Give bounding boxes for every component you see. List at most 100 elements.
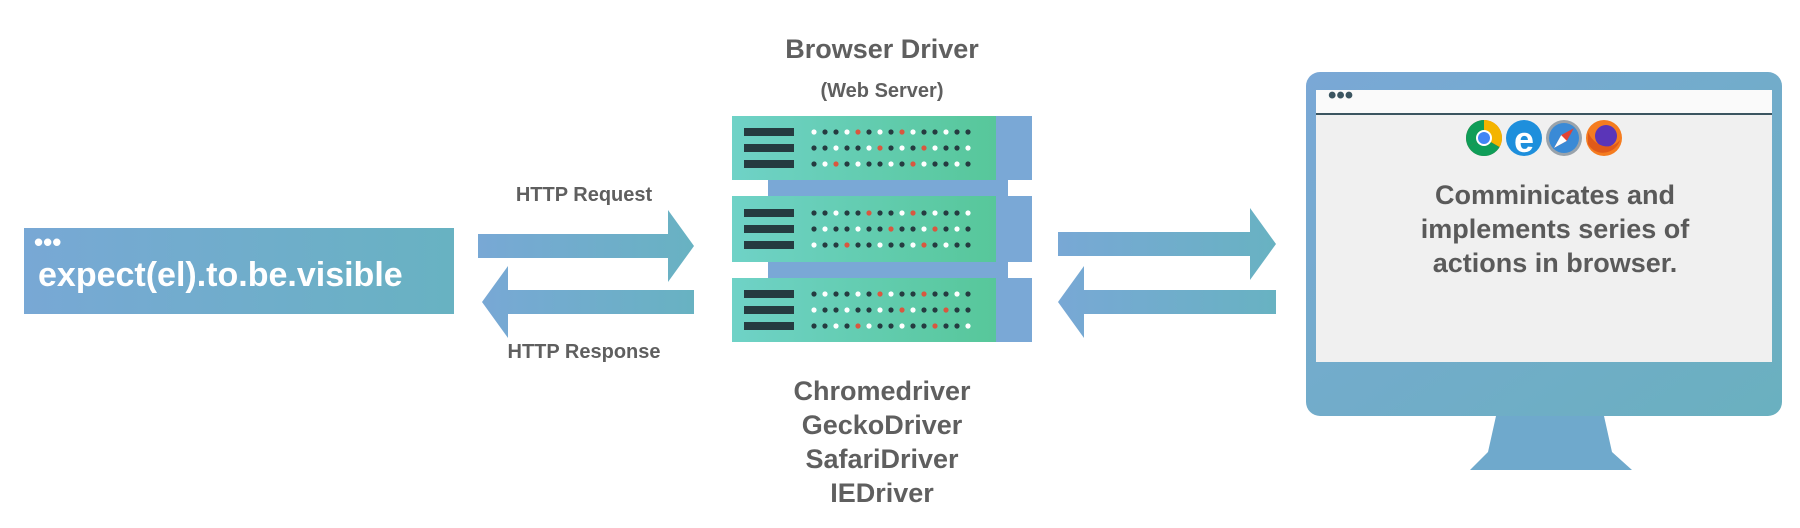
server-led xyxy=(833,210,839,216)
server-led xyxy=(943,242,949,248)
driver-item: Chromedriver xyxy=(793,376,971,406)
server-led xyxy=(877,161,883,167)
server-led xyxy=(932,145,938,151)
server-led xyxy=(943,210,949,216)
server-led xyxy=(844,226,850,232)
server-led xyxy=(943,129,949,135)
server-led xyxy=(888,226,894,232)
server-led xyxy=(910,242,916,248)
server-led xyxy=(811,226,817,232)
server-led xyxy=(811,161,817,167)
server-led xyxy=(954,291,960,297)
server-led xyxy=(932,323,938,329)
server-led xyxy=(888,323,894,329)
code-text: expect(el).to.be.visible xyxy=(38,256,403,294)
server-led xyxy=(855,210,861,216)
server-led xyxy=(855,161,861,167)
server-led xyxy=(943,307,949,313)
server-led xyxy=(932,210,938,216)
server-led xyxy=(866,226,872,232)
server-led xyxy=(899,323,905,329)
server-led xyxy=(855,291,861,297)
server-led xyxy=(965,210,971,216)
server-led xyxy=(833,161,839,167)
browser-window-dots-icon: ••• xyxy=(1328,82,1354,109)
server-led xyxy=(844,210,850,216)
server-led xyxy=(822,145,828,151)
server-led xyxy=(921,323,927,329)
server-led xyxy=(833,307,839,313)
server-led xyxy=(877,242,883,248)
server-led xyxy=(921,129,927,135)
server-led xyxy=(855,307,861,313)
server-led xyxy=(954,226,960,232)
server-led xyxy=(877,210,883,216)
server-led xyxy=(910,210,916,216)
window-dots-icon: ••• xyxy=(34,227,62,257)
server-led xyxy=(954,323,960,329)
server-led xyxy=(965,226,971,232)
server-led xyxy=(910,323,916,329)
server-led xyxy=(855,129,861,135)
server-led xyxy=(833,129,839,135)
server-led xyxy=(899,210,905,216)
description-line: actions in browser. xyxy=(1432,248,1678,278)
driver-item: GeckoDriver xyxy=(801,410,963,440)
server-led xyxy=(833,242,839,248)
server-led xyxy=(888,307,894,313)
server-led xyxy=(844,129,850,135)
server-led xyxy=(888,242,894,248)
server-led xyxy=(866,210,872,216)
server-led xyxy=(811,129,817,135)
server-led xyxy=(910,307,916,313)
server-led xyxy=(811,323,817,329)
server-led xyxy=(811,145,817,151)
server-led xyxy=(855,226,861,232)
server-led xyxy=(888,210,894,216)
server-led xyxy=(822,226,828,232)
server-led xyxy=(932,291,938,297)
server-led xyxy=(954,129,960,135)
server-led xyxy=(899,145,905,151)
server-led xyxy=(833,145,839,151)
server-led xyxy=(899,242,905,248)
server-led xyxy=(877,323,883,329)
server-led xyxy=(921,291,927,297)
server-led xyxy=(965,323,971,329)
server-led xyxy=(822,210,828,216)
server-led xyxy=(910,161,916,167)
server-led xyxy=(965,291,971,297)
http-response-label: HTTP Response xyxy=(507,341,661,363)
server-led xyxy=(855,145,861,151)
server-led xyxy=(866,291,872,297)
server-led xyxy=(855,323,861,329)
server-led xyxy=(811,307,817,313)
server-led xyxy=(932,129,938,135)
monitor-description: Comminicates and implements series of ac… xyxy=(1405,178,1705,280)
response-arrow-left xyxy=(482,266,694,338)
server-led xyxy=(921,307,927,313)
server-led xyxy=(833,291,839,297)
server-led xyxy=(822,291,828,297)
server-led xyxy=(833,323,839,329)
driver-list: Chromedriver GeckoDriver SafariDriver IE… xyxy=(732,374,1032,510)
server-led xyxy=(910,291,916,297)
server-led xyxy=(965,307,971,313)
server-led xyxy=(877,226,883,232)
server-led xyxy=(866,323,872,329)
server-led xyxy=(822,242,828,248)
server-led xyxy=(899,307,905,313)
server-led xyxy=(943,226,949,232)
description-line: Comminicates and xyxy=(1434,180,1676,210)
server-led xyxy=(932,242,938,248)
server-led xyxy=(877,291,883,297)
server-led xyxy=(943,161,949,167)
server-led xyxy=(921,226,927,232)
server-led xyxy=(888,145,894,151)
server-led xyxy=(965,242,971,248)
server-led xyxy=(899,129,905,135)
safari-icon xyxy=(1546,120,1582,156)
server-led xyxy=(910,226,916,232)
server-led xyxy=(954,242,960,248)
